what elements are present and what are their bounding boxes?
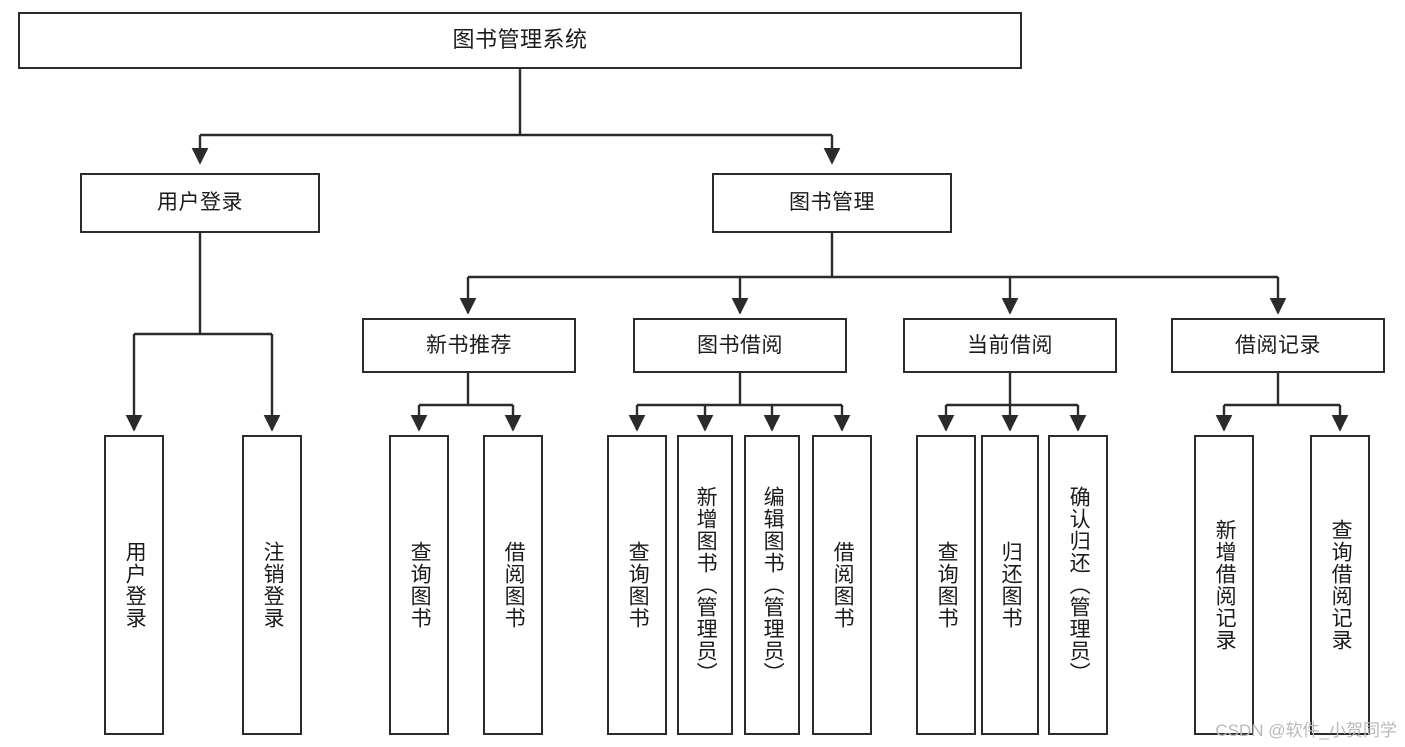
node-label: 确认归还（管理员） [1067, 486, 1091, 684]
leaf-new-book-borrow[interactable]: 借阅图书 [483, 435, 543, 735]
leaf-borrow-borrow-book[interactable]: 借阅图书 [812, 435, 872, 735]
leaf-record-query[interactable]: 查询借阅记录 [1310, 435, 1370, 735]
leaf-user-login-login[interactable]: 用户登录 [104, 435, 164, 735]
leaf-borrow-query-book[interactable]: 查询图书 [607, 435, 667, 735]
node-label: 新增借阅记录 [1213, 519, 1237, 651]
csdn-watermark: CSDN @软件_小贺同学 [1215, 721, 1397, 740]
node-label: 借阅记录 [1235, 333, 1321, 357]
node-label: 图书管理系统 [452, 27, 588, 53]
node-label: 新书推荐 [426, 333, 512, 357]
node-book-management[interactable]: 图书管理 [712, 173, 952, 233]
node-label: 图书管理 [789, 191, 875, 215]
node-label: 新增图书（管理员） [694, 486, 718, 684]
leaf-user-login-logout[interactable]: 注销登录 [242, 435, 302, 735]
leaf-borrow-add-book[interactable]: 新增图书（管理员） [677, 435, 733, 735]
leaf-record-add[interactable]: 新增借阅记录 [1194, 435, 1254, 735]
node-label: 查询图书 [935, 541, 959, 629]
node-label: 借阅图书 [831, 541, 855, 629]
node-label: 编辑图书（管理员） [761, 486, 785, 684]
leaf-current-query-book[interactable]: 查询图书 [916, 435, 976, 735]
node-label: 查询图书 [408, 541, 432, 629]
node-borrow-record[interactable]: 借阅记录 [1171, 318, 1385, 373]
leaf-borrow-edit-book[interactable]: 编辑图书（管理员） [744, 435, 800, 735]
node-label: 查询借阅记录 [1329, 519, 1353, 651]
node-user-login[interactable]: 用户登录 [80, 173, 320, 233]
leaf-current-confirm-return[interactable]: 确认归还（管理员） [1048, 435, 1108, 735]
node-label: 归还图书 [999, 541, 1023, 629]
node-current-borrow[interactable]: 当前借阅 [903, 318, 1117, 373]
node-label: 注销登录 [261, 541, 285, 629]
node-root-system[interactable]: 图书管理系统 [18, 12, 1022, 69]
leaf-current-return-book[interactable]: 归还图书 [981, 435, 1039, 735]
node-label: 用户登录 [157, 191, 243, 215]
node-label: 当前借阅 [967, 333, 1053, 357]
node-new-book-recommend[interactable]: 新书推荐 [362, 318, 576, 373]
node-label: 借阅图书 [502, 541, 526, 629]
leaf-new-book-query[interactable]: 查询图书 [389, 435, 449, 735]
node-label: 用户登录 [123, 541, 147, 629]
node-book-borrow[interactable]: 图书借阅 [633, 318, 847, 373]
node-label: 查询图书 [626, 541, 650, 629]
node-label: 图书借阅 [697, 333, 783, 357]
